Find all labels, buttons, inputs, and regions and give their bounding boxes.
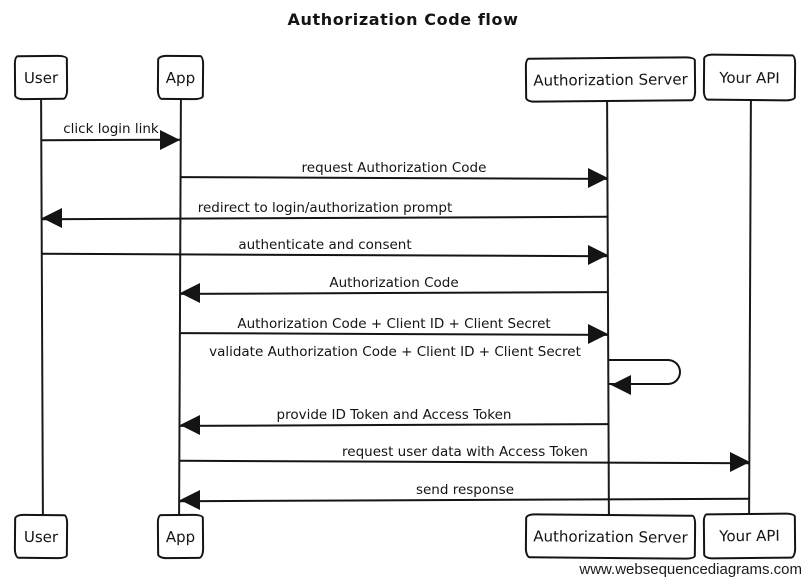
- arrowhead-left-icon: [611, 375, 631, 395]
- message-2-arrow: [179, 176, 609, 180]
- arrowhead-right-icon: [588, 245, 608, 265]
- message-3-label: redirect to login/authorization prompt: [197, 200, 453, 216]
- message-3-arrow: [41, 215, 609, 221]
- arrowhead-right-icon: [588, 324, 608, 344]
- message-8-label: provide ID Token and Access Token: [276, 407, 512, 423]
- message-6-label: Authorization Code + Client ID + Client …: [237, 316, 551, 332]
- actor-box-app-bottom: App: [156, 513, 205, 560]
- actor-box-your-api-top: Your API: [702, 53, 797, 102]
- arrowhead-left-icon: [42, 208, 62, 228]
- watermark-url: www.websequencediagrams.com: [579, 561, 802, 578]
- message-9-arrow: [179, 459, 751, 465]
- actor-label-your-api-bottom: Your API: [719, 526, 780, 546]
- actor-label-app-bottom: App: [165, 527, 196, 546]
- actor-label-app-top: App: [165, 68, 196, 87]
- message-6-arrow: [179, 332, 609, 336]
- actor-box-your-api-bottom: Your API: [702, 512, 797, 560]
- actor-label-user-top: User: [23, 68, 59, 87]
- diagram-title: Authorization Code flow: [287, 10, 519, 29]
- arrowhead-left-icon: [180, 283, 200, 303]
- actor-label-your-api-top: Your API: [719, 68, 780, 87]
- message-10-label: send response: [415, 482, 515, 498]
- arrowhead-left-icon: [180, 415, 200, 435]
- arrowhead-left-icon: [180, 490, 200, 510]
- message-4-label: authenticate and consent: [238, 237, 412, 253]
- message-8-arrow: [179, 423, 609, 427]
- actor-box-authorization-server-top: Authorization Server: [524, 56, 697, 103]
- message-5-arrow: [179, 291, 609, 295]
- arrowhead-right-icon: [160, 130, 180, 150]
- actor-box-authorization-server-bottom: Authorization Server: [524, 513, 697, 560]
- arrowhead-right-icon: [588, 168, 608, 188]
- actor-box-app-top: App: [156, 54, 205, 101]
- actor-box-user-bottom: User: [13, 513, 69, 560]
- message-10-arrow: [179, 497, 751, 503]
- actor-label-authorization-server-top: Authorization Server: [533, 69, 688, 90]
- message-7-label: validate Authorization Code + Client ID …: [209, 344, 581, 360]
- actor-label-authorization-server-bottom: Authorization Server: [533, 526, 688, 547]
- message-1-label: click login link: [63, 121, 159, 137]
- arrowhead-right-icon: [730, 452, 750, 472]
- message-9-label: request user data with Access Token: [342, 444, 588, 460]
- actor-label-user-bottom: User: [23, 527, 59, 546]
- actor-box-user-top: User: [13, 54, 69, 101]
- message-2-label: request Authorization Code: [301, 160, 487, 176]
- message-5-label: Authorization Code: [329, 275, 459, 291]
- lifeline-user: [40, 99, 44, 516]
- message-4-arrow: [41, 252, 609, 258]
- self-loop: [609, 359, 681, 385]
